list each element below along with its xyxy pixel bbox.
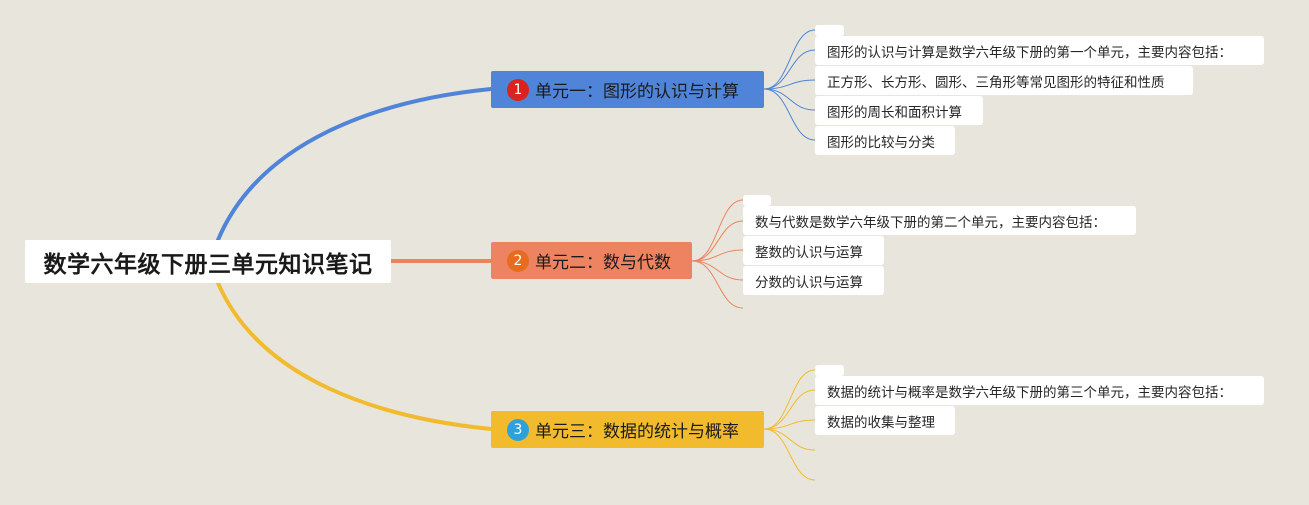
leaf-connector (763, 29, 816, 90)
number-badge-icon: 1 (507, 78, 529, 101)
subtopic-item[interactable]: 图形的认识与计算是数学六年级下册的第一个单元，主要内容包括： (815, 36, 1264, 65)
leaf-connector (763, 428, 816, 481)
empty-subtopic[interactable] (815, 365, 844, 376)
leaf-connector (691, 199, 744, 262)
leaf-connector (763, 79, 816, 90)
subtopic-item[interactable]: 分数的认识与运算 (743, 266, 884, 295)
leaf-connector (691, 220, 744, 262)
leaf-connector (763, 49, 816, 90)
empty-subtopic[interactable] (815, 25, 844, 36)
leaf-connector (691, 249, 744, 262)
branch-connector-3 (216, 281, 493, 431)
leaf-connector (763, 369, 816, 430)
subtopic-item[interactable]: 图形的比较与分类 (815, 126, 955, 155)
subtopic-item[interactable]: 图形的周长和面积计算 (815, 96, 983, 125)
unit-title: 单元一：图形的认识与计算 (535, 82, 739, 102)
number-badge-icon: 2 (507, 249, 529, 272)
leaf-connector (763, 389, 816, 430)
subtopic-item[interactable]: 数据的收集与整理 (815, 406, 955, 435)
number-badge-icon: 3 (507, 418, 529, 441)
empty-subtopic[interactable] (743, 195, 771, 206)
leaf-connector (763, 88, 816, 141)
leaf-connector (763, 428, 816, 451)
branch-connector-1 (216, 87, 493, 242)
subtopic-item[interactable]: 正方形、长方形、圆形、三角形等常见图形的特征和性质 (815, 66, 1193, 95)
unit-title: 单元三：数据的统计与概率 (535, 422, 739, 442)
unit-topic-1[interactable]: 1 单元一：图形的认识与计算 (491, 71, 764, 108)
leaf-connector (763, 88, 816, 111)
leaf-connector (763, 419, 816, 430)
leaf-connector (691, 260, 744, 281)
subtopic-item[interactable]: 数据的统计与概率是数学六年级下册的第三个单元，主要内容包括： (815, 376, 1264, 405)
leaf-connector (691, 260, 744, 309)
subtopic-item[interactable]: 数与代数是数学六年级下册的第二个单元，主要内容包括： (743, 206, 1136, 235)
root-topic[interactable]: 数学六年级下册三单元知识笔记 (25, 240, 391, 283)
unit-topic-3[interactable]: 3 单元三：数据的统计与概率 (491, 411, 764, 448)
unit-topic-2[interactable]: 2 单元二：数与代数 (491, 242, 692, 279)
subtopic-item[interactable]: 整数的认识与运算 (743, 236, 884, 265)
unit-title: 单元二：数与代数 (535, 253, 671, 273)
